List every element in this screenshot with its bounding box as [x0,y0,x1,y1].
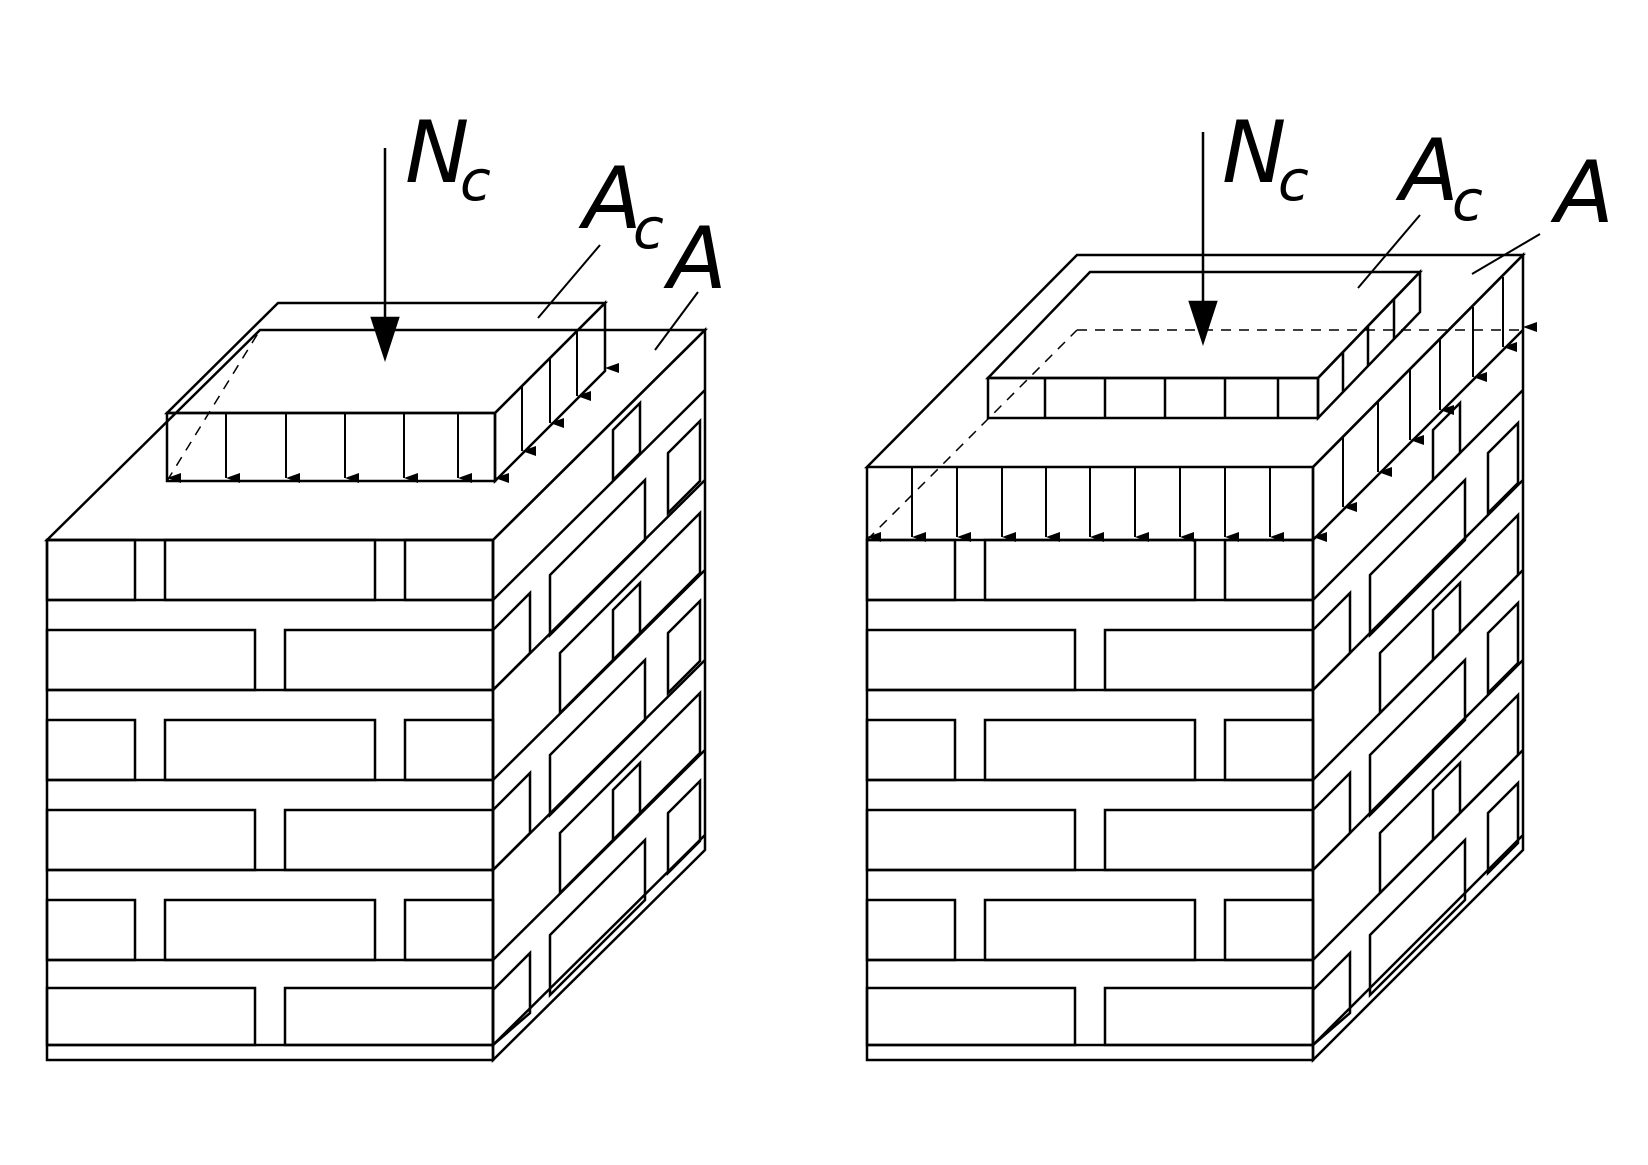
right-force-arrowhead [1188,300,1218,347]
right-ac-label: A [1395,121,1459,221]
left-hidden-line [166,329,261,482]
left-a-leader [654,291,699,351]
left-front-bricks [45,538,495,1047]
right-force-sub: c [1278,149,1309,214]
left-plate-front [165,411,497,483]
left-force-arrowhead [370,316,400,363]
left-force-sub: c [460,149,491,214]
left-load-arrows [166,303,619,483]
left-front-face [45,538,495,1062]
right-side-courses [1312,329,1524,1046]
left-ac-label: A [578,149,642,249]
left-ac-sub: c [633,197,664,262]
left-force-label: N [405,103,469,203]
right-front-courses [867,598,1313,1047]
right-ac-sub: c [1452,169,1483,234]
right-plate-dividers [1043,299,1396,418]
right-hidden-line [866,329,1078,541]
left-ac-leader [537,244,601,319]
right-top-face [864,253,1526,469]
left-side-face [491,327,707,1063]
left-a-label: A [663,209,727,309]
right-ac-leader [1357,214,1421,289]
right-load-arrows [866,257,1537,542]
right-plate-front [986,376,1320,420]
right-a-leader [1471,233,1541,275]
right-front-bricks [865,538,1315,1047]
right-diagram [864,132,1541,1064]
right-force-label: N [1222,103,1286,203]
left-top-face [43,328,709,542]
right-front-face [865,538,1315,1062]
right-side-bricks [1311,399,1520,1048]
right-a-label: A [1550,143,1614,243]
left-diagram [43,148,709,1063]
left-front-courses [47,598,493,1047]
left-side-bricks [491,399,702,1048]
right-plate-side [1316,268,1422,422]
